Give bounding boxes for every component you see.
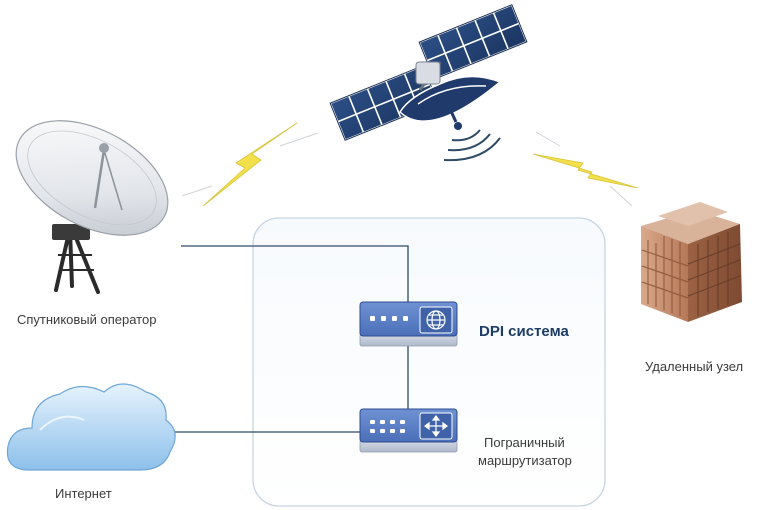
label-satellite-operator: Спутниковый оператор	[17, 312, 157, 327]
lightning-icon	[532, 153, 639, 189]
satellite-icon	[328, 3, 529, 162]
office-building-icon	[641, 202, 742, 322]
label-internet: Интернет	[55, 486, 112, 501]
wireless-link-left	[181, 122, 319, 207]
satellite-dish-icon	[15, 120, 169, 294]
network-boundary	[252, 217, 606, 507]
router-arrows-icon	[424, 415, 448, 437]
label-remote-node: Удаленный узел	[645, 359, 744, 374]
wireless-link-right	[532, 131, 639, 207]
label-dpi-system: DPI система	[479, 323, 569, 340]
lightning-icon	[202, 122, 298, 207]
cloud-icon	[6, 383, 176, 471]
label-border-router-line2: маршрутизатор	[478, 453, 572, 468]
link-operator-to-dpi	[181, 245, 409, 302]
border-router-device	[359, 408, 458, 453]
label-border-router-line1: Пограничный	[484, 435, 565, 450]
dpi-device	[359, 301, 458, 347]
globe-icon	[426, 310, 446, 330]
wired-links	[168, 245, 409, 433]
